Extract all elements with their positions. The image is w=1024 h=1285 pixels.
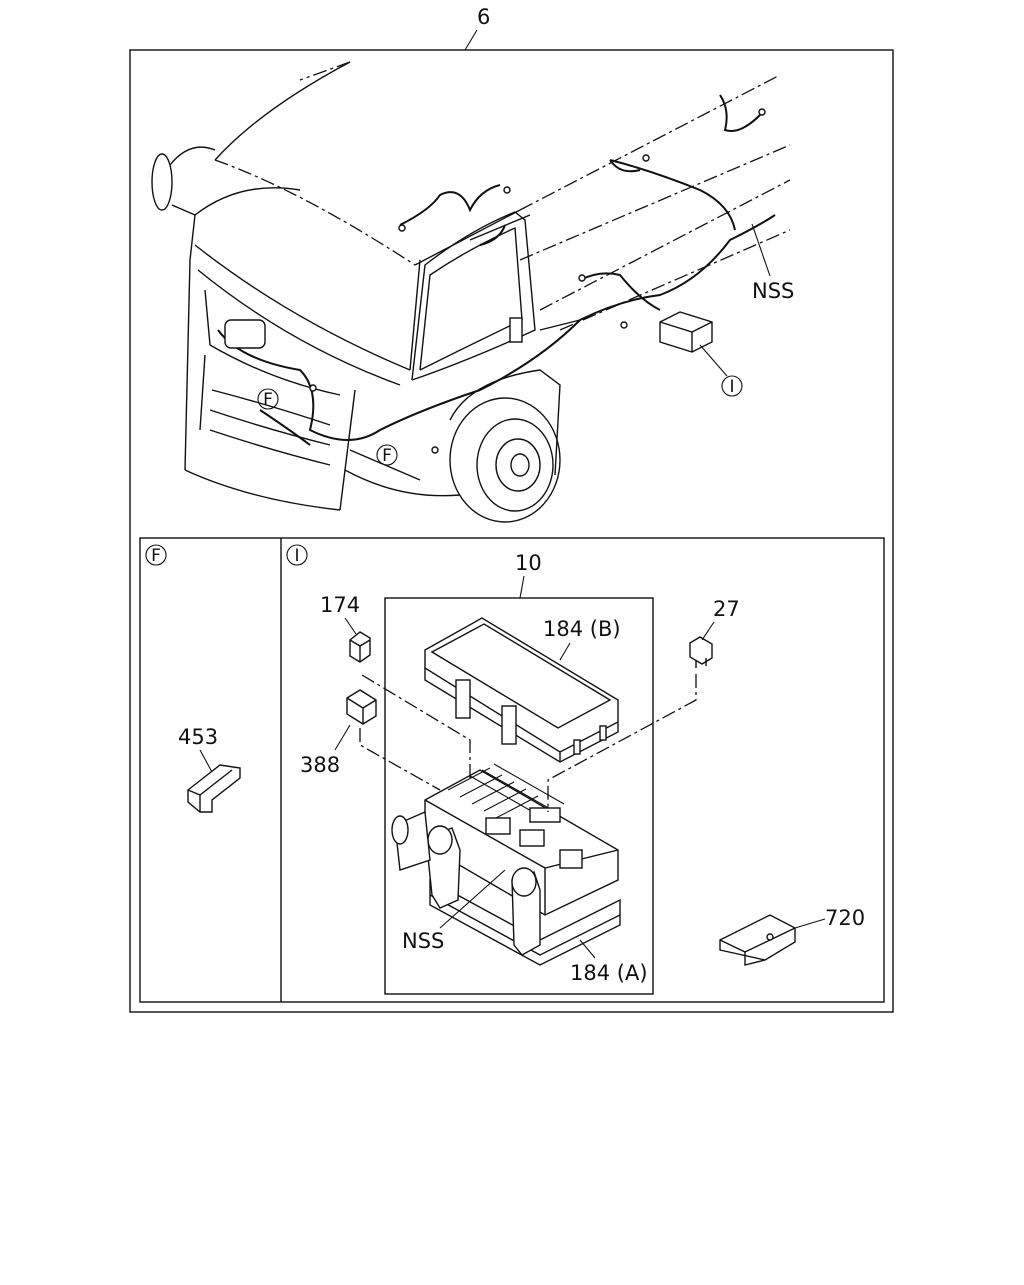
callout-i: I — [729, 377, 734, 397]
callout-circle-f1 — [257, 388, 279, 410]
leader-388 — [334, 724, 351, 751]
leader-nss-box — [439, 869, 506, 929]
part-453-clip — [187, 764, 241, 813]
callout-f2: F — [382, 446, 392, 466]
leader-10 — [519, 575, 525, 599]
leader-6 — [464, 29, 478, 51]
leader-174-to-box — [361, 674, 471, 780]
leader-388-to-box — [359, 728, 441, 791]
label-10: 10 — [515, 551, 542, 575]
bracket-720 — [719, 914, 796, 966]
callout-circle-f2 — [376, 444, 398, 466]
callout-circle-i — [721, 375, 743, 397]
detail-i-label: I — [294, 546, 299, 566]
leader-callout-i — [699, 344, 728, 377]
truck-illustration — [151, 61, 791, 523]
label-27: 27 — [713, 597, 740, 621]
label-388: 388 — [300, 753, 340, 777]
label-nss-top: NSS — [752, 279, 794, 303]
leader-27 — [701, 621, 715, 641]
label-184b: 184 (B) — [543, 617, 621, 641]
leader-nss-top — [751, 223, 771, 277]
fuse-box-base — [391, 763, 621, 966]
leader-720 — [794, 918, 826, 929]
detail-frame — [139, 537, 885, 1003]
main-frame — [129, 49, 894, 1013]
relay-174 — [349, 631, 371, 663]
label-assembly-6: 6 — [477, 5, 490, 29]
callout-f1: F — [263, 390, 273, 410]
fuse-27 — [689, 636, 713, 668]
leader-184a — [579, 939, 596, 959]
relay-388 — [346, 689, 377, 725]
detail-circle-f — [145, 544, 167, 566]
detail-circle-i — [286, 544, 308, 566]
label-453: 453 — [178, 725, 218, 749]
leader-453 — [199, 749, 213, 773]
fuse-box-frame — [384, 597, 654, 995]
leader-174 — [344, 617, 357, 635]
label-720: 720 — [825, 906, 865, 930]
label-184a: 184 (A) — [570, 961, 648, 985]
label-174: 174 — [320, 593, 360, 617]
label-nss-box: NSS — [402, 929, 444, 953]
leader-184b — [559, 642, 571, 661]
detail-f-label: F — [151, 546, 161, 566]
fuse-box-cover — [424, 617, 619, 763]
leader-27-to-box — [547, 674, 697, 812]
